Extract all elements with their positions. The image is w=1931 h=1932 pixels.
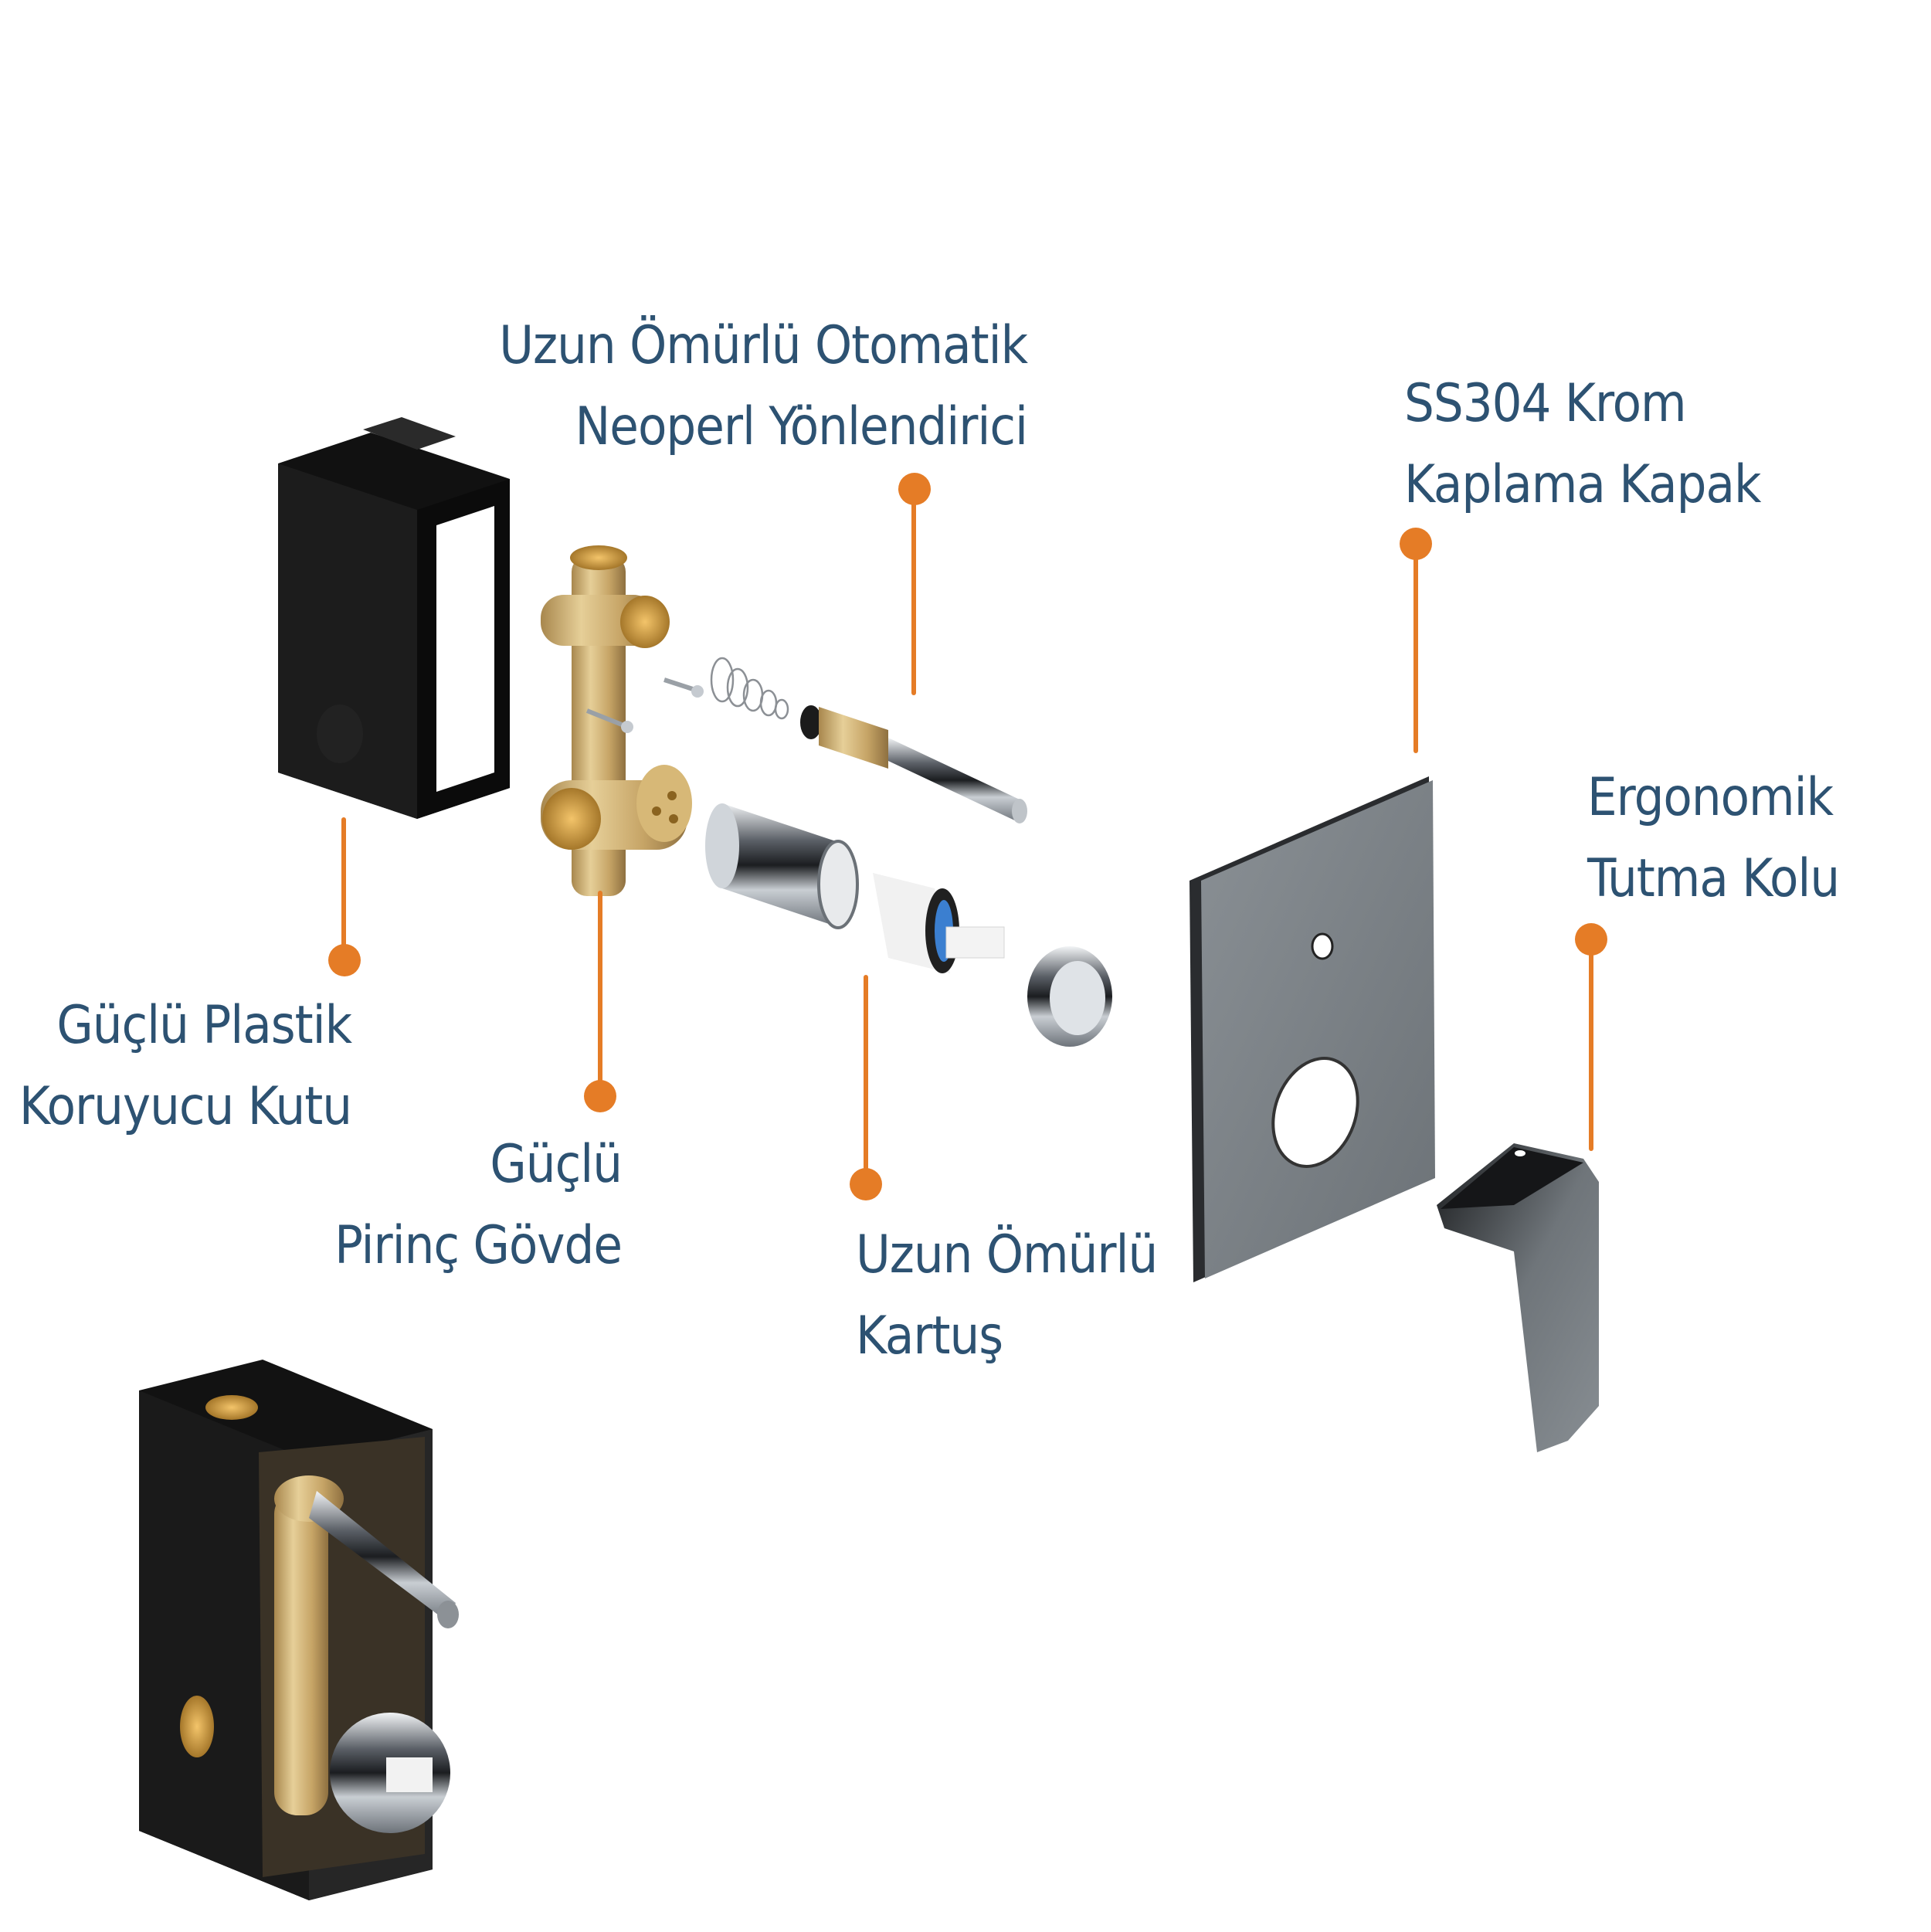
lever-handle — [1437, 1143, 1599, 1452]
screws — [585, 677, 704, 733]
label-line: Güçlü Plastik — [56, 995, 352, 1056]
label-line: Kaplama Kapak — [1404, 454, 1761, 515]
diverter-stem — [800, 705, 1027, 823]
callout-line-plastic-box — [341, 817, 346, 960]
label-line: Ergonomik — [1587, 767, 1834, 828]
label-line: Uzun Ömürlü — [856, 1224, 1158, 1285]
callout-line-diverter — [911, 494, 916, 695]
label-line: Tutma Kolu — [1587, 848, 1840, 909]
chrome-ring — [1027, 946, 1112, 1047]
label-line: Koruyucu Kutu — [19, 1076, 352, 1137]
label-line: Neoperl Yönlendirici — [575, 396, 1028, 457]
label-line: Pirinç Gövde — [334, 1215, 623, 1276]
label-line: Uzun Ömürlü Otomatik — [499, 315, 1028, 376]
assembled-unit — [139, 1360, 459, 1900]
callout-dot-cover-plate — [1400, 528, 1432, 560]
chrome-sleeve — [705, 803, 859, 929]
cover-plate — [1189, 776, 1435, 1282]
label-handle: Ergonomik Tutma Kolu — [1587, 757, 1840, 919]
callout-line-cartridge — [864, 975, 868, 1176]
ceramic-cartridge — [873, 873, 1005, 973]
label-cartridge: Uzun Ömürlü Kartuş — [856, 1214, 1158, 1377]
label-cover-plate: SS304 Krom Kaplama Kapak — [1404, 363, 1761, 525]
callout-dot-brass-body — [584, 1080, 616, 1112]
callout-line-handle — [1589, 942, 1593, 1151]
label-plastic-box: Güçlü Plastik Koruyucu Kutu — [19, 985, 352, 1147]
label-brass-body: Güçlü Pirinç Gövde — [334, 1124, 623, 1286]
callout-line-brass-body — [598, 891, 602, 1095]
plastic-protective-box — [278, 417, 510, 819]
label-line: SS304 Krom — [1404, 373, 1687, 434]
callout-dot-plastic-box — [328, 944, 361, 976]
spring — [710, 657, 789, 720]
brass-valve-body — [541, 545, 692, 896]
callout-dot-handle — [1575, 923, 1607, 956]
callout-dot-cartridge — [850, 1168, 882, 1200]
label-line: Güçlü — [490, 1134, 623, 1195]
callout-line-cover-plate — [1413, 548, 1418, 753]
label-line: Kartuş — [856, 1306, 1003, 1367]
label-diverter: Uzun Ömürlü Otomatik Neoperl Yönlendiric… — [499, 305, 1028, 467]
callout-dot-diverter — [898, 473, 931, 505]
